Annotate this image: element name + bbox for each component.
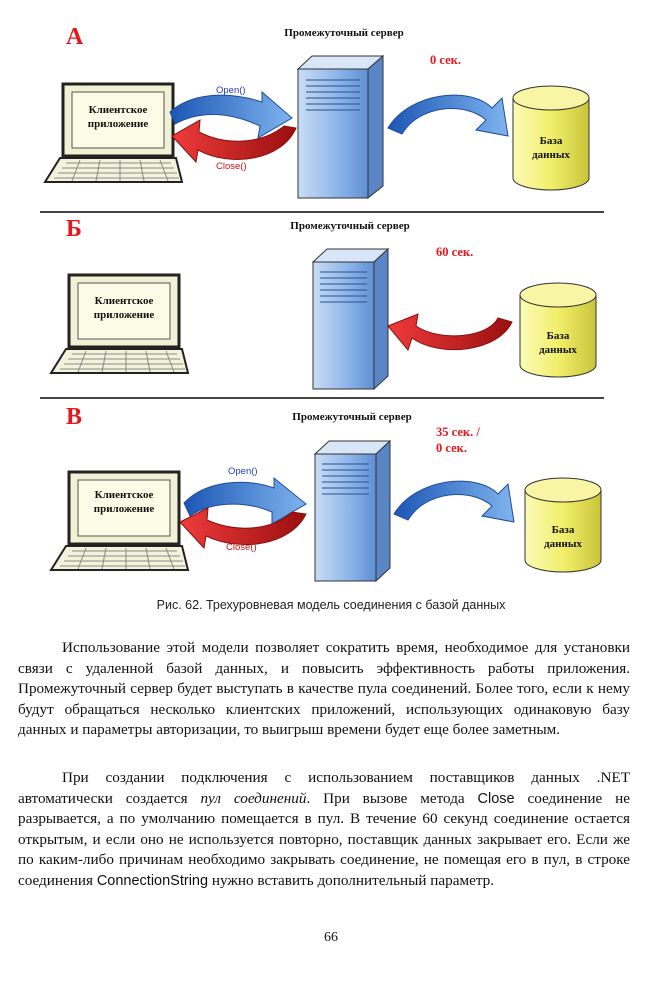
paragraph-2: При создании подключения с использование… [18,768,630,891]
panel-a-client-label: Клиентское приложение [87,104,149,130]
panel-c-timing-line1: 35 сек. / [436,425,480,439]
page-number: 66 [324,930,338,945]
panel-a-db-label: База данных [532,135,570,161]
connection-string-name: ConnectionString [96,872,209,889]
panel-c-timing: 35 сек. / 0 сек. [436,424,480,456]
paragraph-2-text: соединение не разрывается, а по умолчани… [18,789,630,889]
panel-c-close-arrow [179,507,307,550]
paragraph-1: Использование этой модели позволяет сокр… [18,639,630,738]
panel-a-server-label: Промежуточный сервер [284,27,404,39]
three-tier-diagram [40,54,604,583]
figure: А Промежуточный сервер 0 сек. Клиентское… [40,24,604,583]
panel-c-db-arrow [393,480,515,523]
panel-a-database [512,85,590,191]
panel-b-laptop [49,273,190,374]
panel-a-db-arrow [387,94,509,137]
panel-a-letter: А [66,24,84,50]
panel-b-letter: Б [66,216,82,242]
panel-a-close-arrow [171,119,297,164]
paragraph-2-text: . При вызове метода [306,789,478,807]
panel-c-database [524,477,602,573]
panel-a-timing: 0 сек. [430,53,461,67]
panel-c-client-label: Клиентское приложение [93,489,155,515]
close-method-name: Close [477,790,515,807]
panel-a-close-label: Close() [216,161,247,172]
panel-b-timing: 60 сек. [436,245,474,259]
panel-c-close-label: Close() [226,542,257,553]
panel-c-server-label: Промежуточный сервер [292,411,412,423]
panel-b-server [311,247,390,391]
panel-a-server [296,54,385,200]
panel-a-open-arrow [169,90,293,139]
panel-b-database [519,282,597,378]
panel-b-db-label: База данных [539,330,577,356]
figure-caption: Рис. 62. Трехуровневая модель соединения… [156,598,506,612]
panel-c-open-arrow [183,476,307,525]
panel-c-open-label: Open() [228,466,258,477]
panel-b-server-label: Промежуточный сервер [290,220,410,232]
panel-a-open-label: Open() [216,85,246,96]
panel-a-laptop [43,82,184,183]
panel-b-client-label: Клиентское приложение [93,295,155,321]
panel-c-server [313,439,392,583]
panel-c-timing-line2: 0 сек. [436,441,467,455]
panel-c-letter: В [66,404,83,430]
connection-pool-term: пул соединений [200,789,307,807]
panel-c-db-label: База данных [544,524,582,550]
panel-b-db-arrow [387,313,513,352]
paragraph-2-text: нужно вставить дополнительный параметр. [208,871,495,889]
paragraph-2-text: При создании подключения с использование… [18,769,630,807]
panel-c-laptop [49,470,190,571]
